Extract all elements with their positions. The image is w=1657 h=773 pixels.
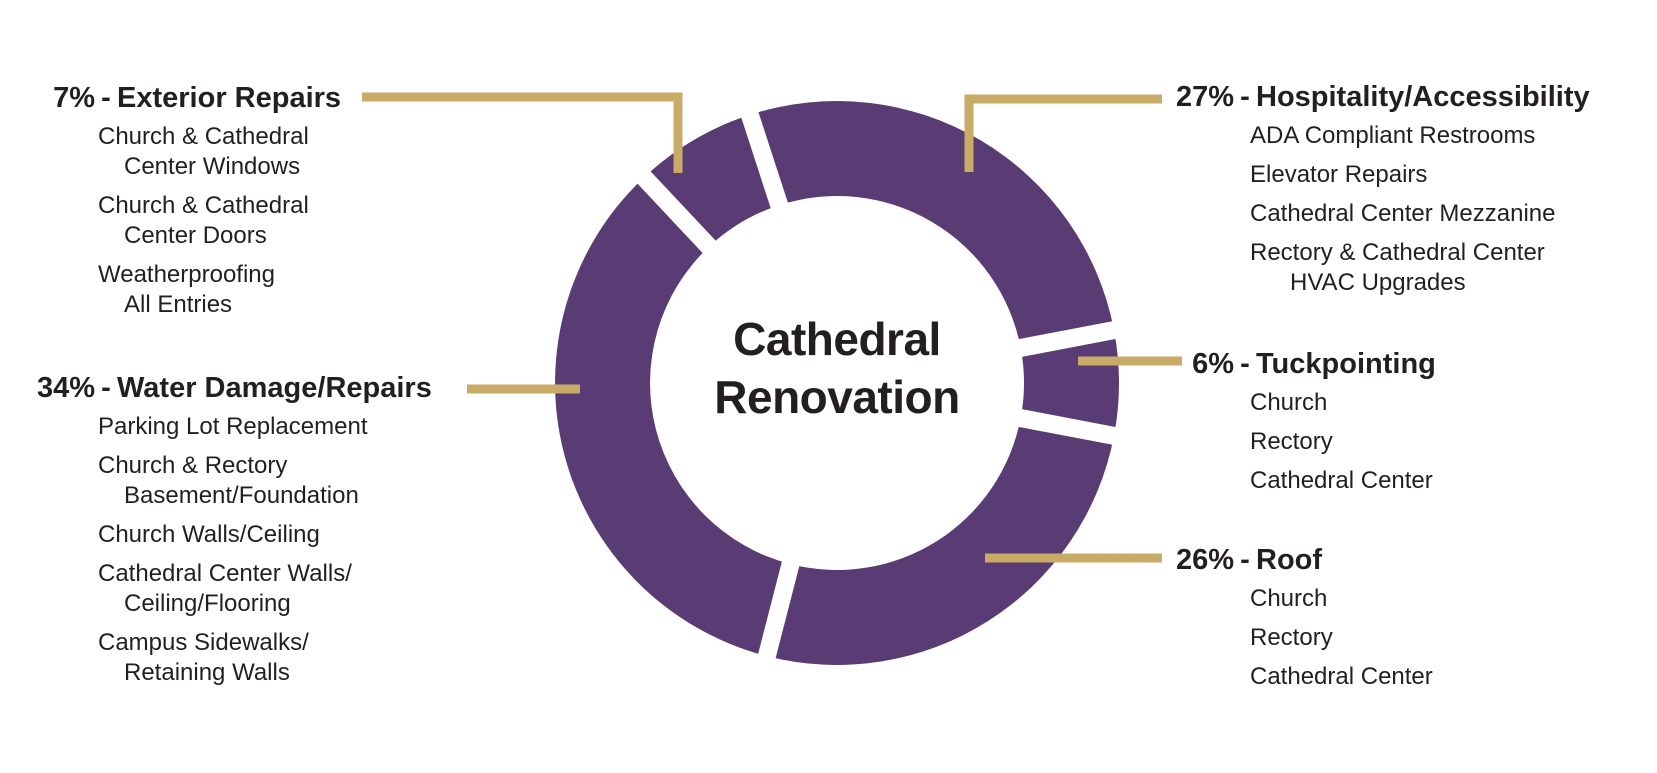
chart-title-line-2: Renovation xyxy=(714,371,960,423)
list-item: Parking Lot Replacement xyxy=(98,412,432,442)
list-item-line: Cathedral Center xyxy=(1250,663,1433,690)
list-item: Cathedral Center xyxy=(1250,662,1433,692)
list-item-line-wrap: Retaining Walls xyxy=(124,659,290,686)
donut-segment-hospitality-accessibility xyxy=(749,101,1114,348)
list-item: Campus Sidewalks/Retaining Walls xyxy=(98,628,432,688)
list-item: ADA Compliant Restrooms xyxy=(1250,121,1590,151)
label-group-exterior-repairs: 7% - Exterior Repairs Church & Cathedral… xyxy=(25,80,341,329)
list-item-line: Campus Sidewalks/ xyxy=(98,629,309,656)
list-item-line: Church Walls/Ceiling xyxy=(98,521,320,548)
segment-gap-divider xyxy=(736,97,794,227)
list-item-line-wrap: Center Doors xyxy=(124,222,267,249)
group-heading: 7% - Exterior Repairs xyxy=(25,80,341,116)
group-label: Hospitality/Accessibility xyxy=(1256,81,1590,113)
label-group-hospitality: 27% - Hospitality/Accessibility ADA Comp… xyxy=(1128,79,1590,307)
group-heading: 6% - Tuckpointing xyxy=(1128,346,1436,382)
donut-segment-roof xyxy=(766,418,1114,665)
list-item-line: Cathedral Center xyxy=(1250,467,1433,494)
list-item: Elevator Repairs xyxy=(1250,160,1590,190)
list-item-line: Cathedral Center Mezzanine xyxy=(1250,200,1556,227)
donut-segments xyxy=(555,101,1119,665)
group-label: Exterior Repairs xyxy=(117,82,342,114)
chart-title-line-1: Cathedral xyxy=(733,313,941,365)
list-item-line: Parking Lot Replacement xyxy=(98,413,368,440)
list-item-line-wrap: Ceiling/Flooring xyxy=(124,590,291,617)
list-item-line: Church xyxy=(1250,585,1328,612)
list-item: Rectory xyxy=(1250,623,1433,653)
list-item: Cathedral Center xyxy=(1250,466,1436,496)
donut-segment-water-damage-repairs xyxy=(555,177,791,657)
group-heading: 27% - Hospitality/Accessibility xyxy=(1128,79,1590,115)
percent-label-separator: - xyxy=(1240,348,1250,380)
list-item-line: Cathedral Center Walls/ xyxy=(98,560,352,587)
donut-segment-exterior-repairs xyxy=(644,114,780,247)
list-item-line: Weatherproofing xyxy=(98,261,275,288)
list-item: Church Walls/Ceiling xyxy=(98,520,432,550)
percent-label-separator: - xyxy=(101,372,111,404)
percent-label-separator: - xyxy=(1240,81,1250,113)
list-item-line-wrap: HVAC Upgrades xyxy=(1290,269,1466,296)
group-heading: 26% - Roof xyxy=(1128,542,1433,578)
group-percent: 34% xyxy=(36,372,95,404)
list-item: Church xyxy=(1250,584,1433,614)
group-percent: 27% xyxy=(1175,81,1234,113)
segment-gap-divider xyxy=(999,318,1131,361)
list-item-line-wrap: Center Windows xyxy=(124,153,301,180)
leader-line-exterior-repairs xyxy=(362,92,683,173)
percent-label-separator: - xyxy=(101,82,111,114)
donut-segment-gaps xyxy=(627,97,1131,673)
leader-line-hospitality xyxy=(964,94,1162,172)
label-group-water-damage: 34% - Water Damage/Repairs Parking Lot R… xyxy=(25,370,432,697)
group-label: Roof xyxy=(1256,544,1323,576)
group-percent: 6% xyxy=(1192,348,1234,380)
list-item-line: Elevator Repairs xyxy=(1250,161,1428,188)
percent-label-separator: - xyxy=(1240,544,1250,576)
list-item-line: Church & Cathedral xyxy=(98,123,309,150)
list-item: Rectory xyxy=(1250,427,1436,457)
segment-gap-divider xyxy=(627,160,730,268)
list-item-line-wrap: All Entries xyxy=(124,291,233,318)
list-item-line: Rectory xyxy=(1250,624,1333,651)
group-label: Water Damage/Repairs xyxy=(117,372,432,404)
list-item-line: Church & Cathedral xyxy=(98,192,309,219)
list-item-line: Rectory & Cathedral Center xyxy=(1250,239,1545,266)
group-heading: 34% - Water Damage/Repairs xyxy=(25,370,432,406)
group-percent: 26% xyxy=(1175,544,1234,576)
group-percent: 7% xyxy=(53,82,95,114)
leader-lines xyxy=(362,92,1182,563)
list-item: Church xyxy=(1250,388,1436,418)
chart-center-title: Cathedral Renovation xyxy=(652,310,1022,426)
group-label: Tuckpointing xyxy=(1256,348,1436,380)
segment-gap-divider xyxy=(999,405,1131,448)
list-item-line: ADA Compliant Restrooms xyxy=(1250,122,1536,149)
list-item-line-wrap: Basement/Foundation xyxy=(124,482,359,509)
list-item: Cathedral Center Walls/Ceiling/Flooring xyxy=(98,559,432,619)
list-item-line: Church & Rectory xyxy=(98,452,288,479)
list-item-line: Church xyxy=(1250,389,1328,416)
segment-gap-divider xyxy=(754,542,805,673)
list-item: Cathedral Center Mezzanine xyxy=(1250,199,1590,229)
list-item-line: Rectory xyxy=(1250,428,1333,455)
